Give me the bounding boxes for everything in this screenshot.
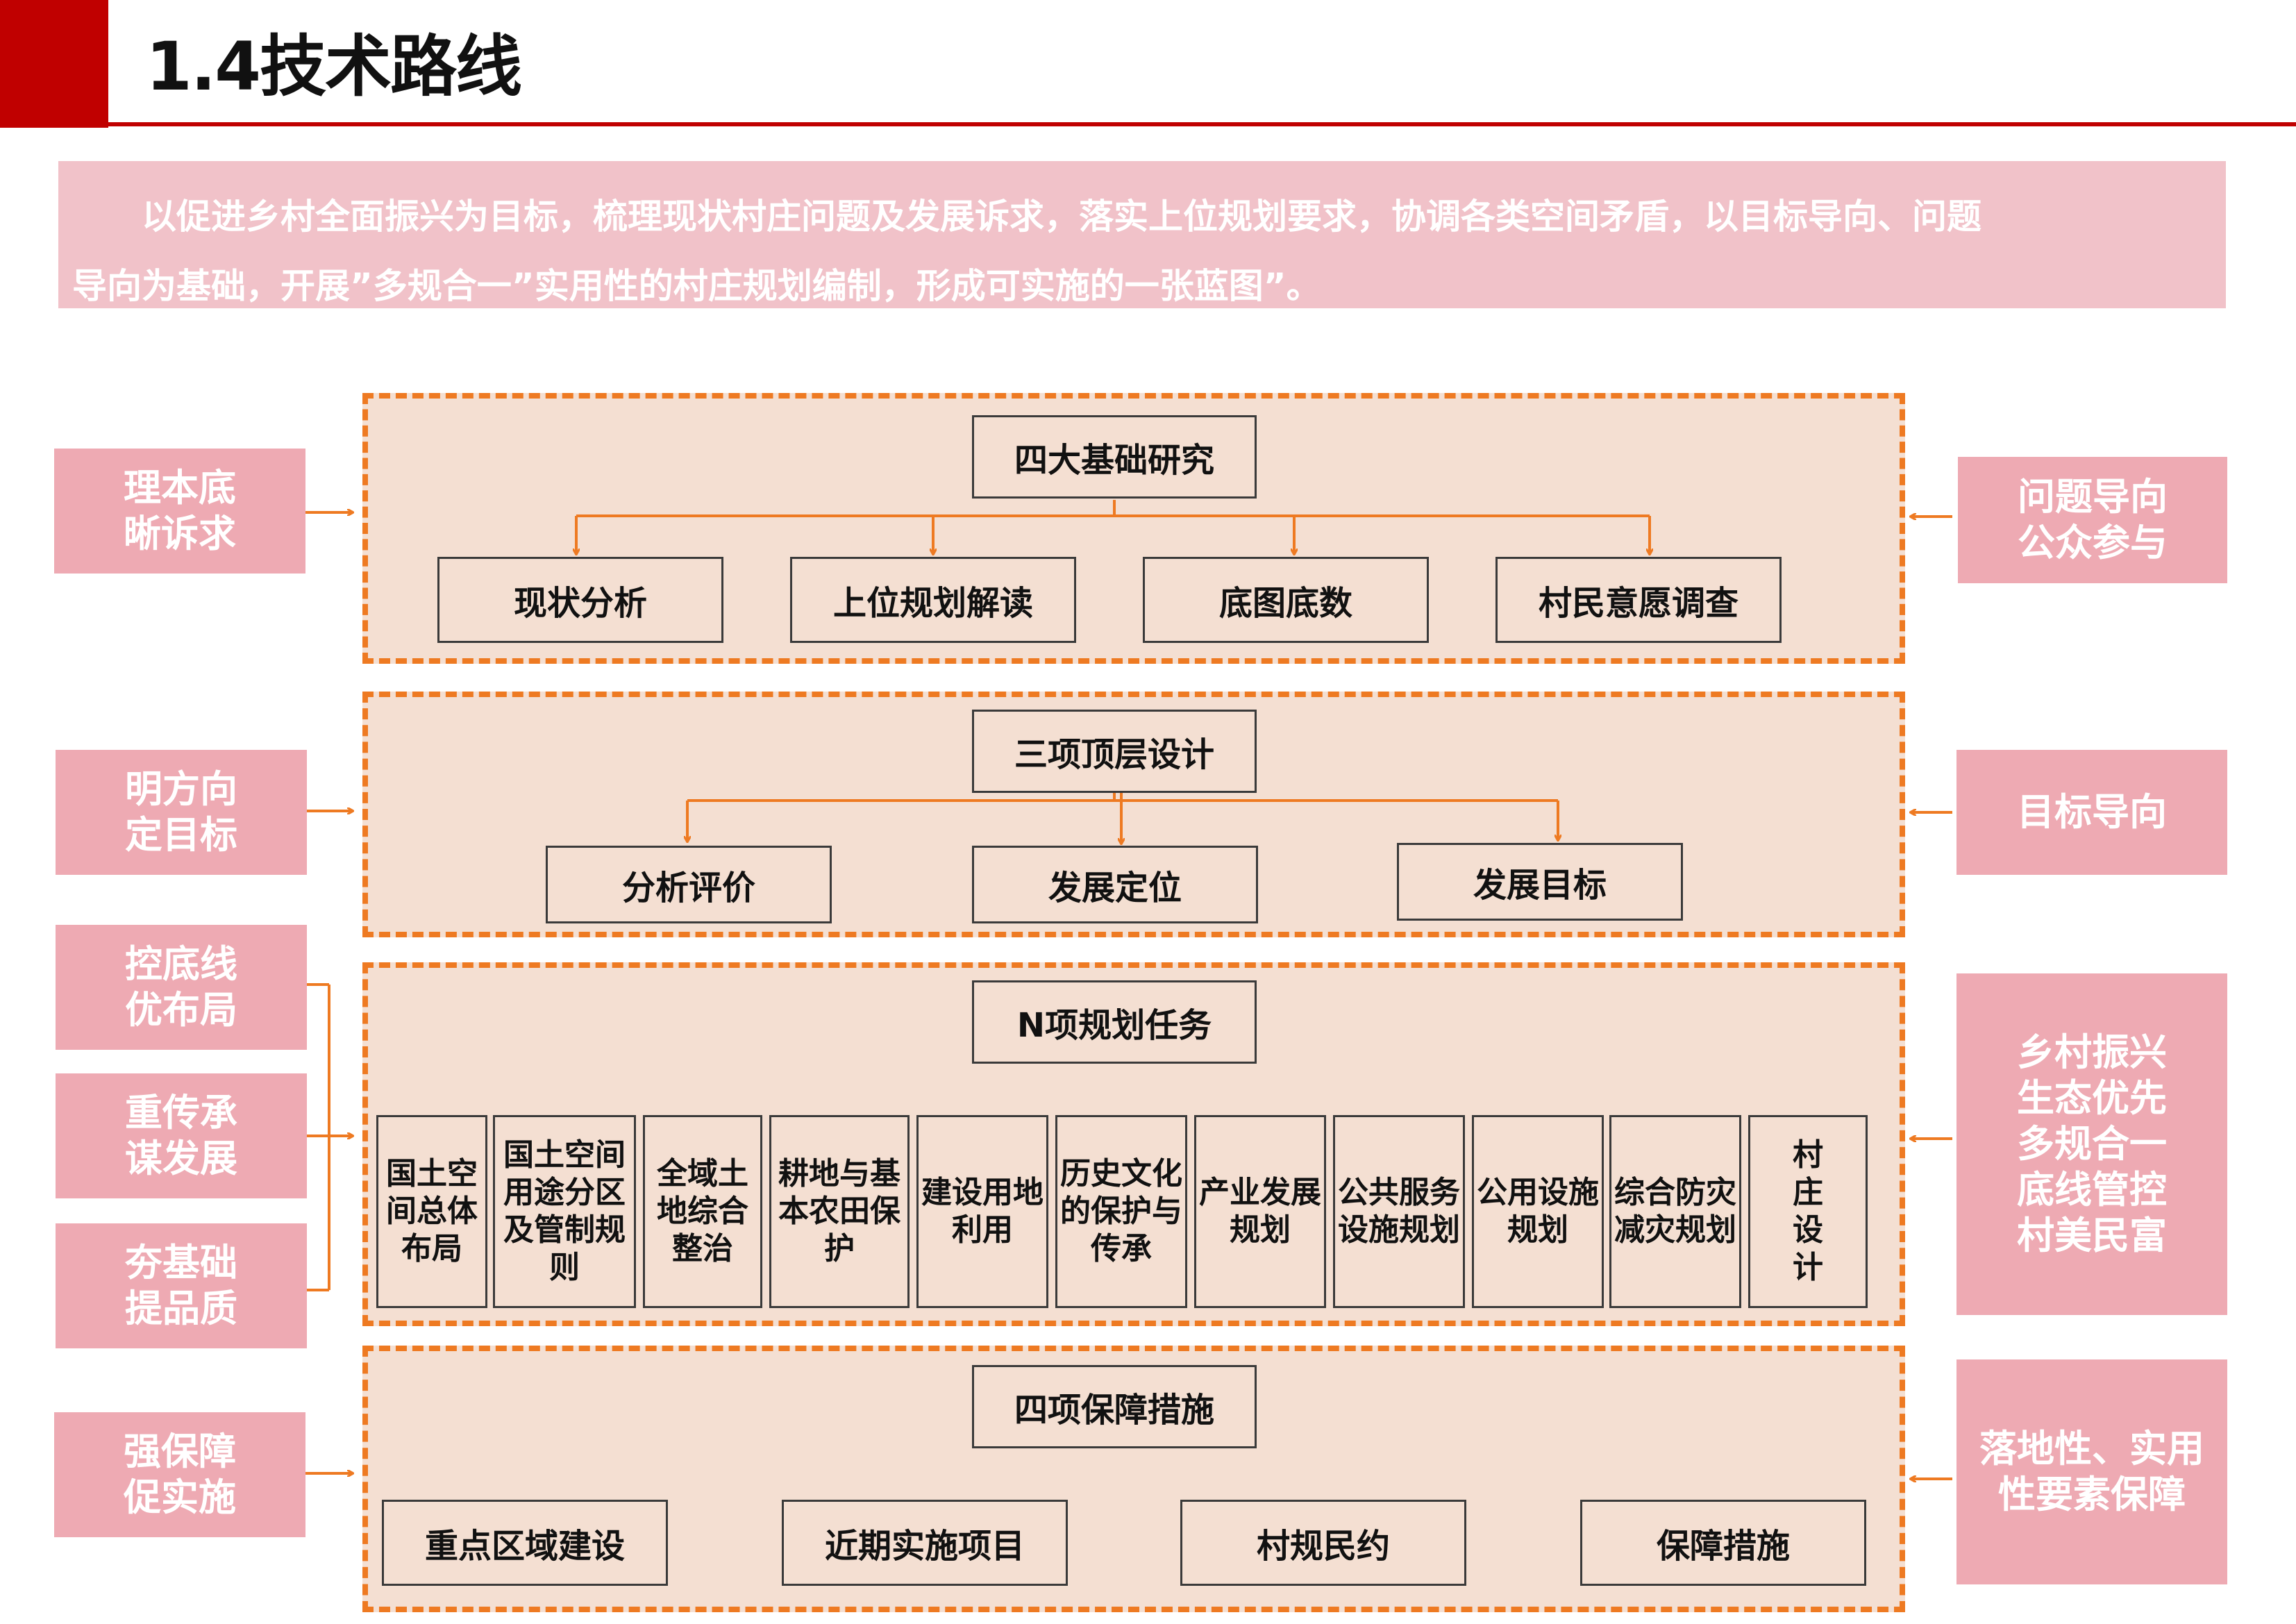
page-title: 1.4技术路线 <box>146 28 522 106</box>
item-villager-survey: 村民意愿调查 <box>1495 557 1782 643</box>
title-divider <box>108 122 2296 126</box>
left-label-bottomline: 控底线 优布局 <box>56 925 307 1050</box>
right-label-practical-guarantee: 落地性、实用 性要素保障 <box>1956 1359 2227 1584</box>
task-overall-layout: 国土空间总体布局 <box>376 1115 487 1308</box>
item-near-term-projects: 近期实施项目 <box>782 1500 1068 1586</box>
task-industry-plan: 产业发展规划 <box>1194 1115 1326 1308</box>
intro-line-2: 导向为基础，开展”多规合一”实用性的村庄规划编制，形成可实施的一张蓝图”。 <box>72 266 1321 306</box>
item-safeguard-measures: 保障措施 <box>1580 1500 1866 1586</box>
task-land-consolidation: 全域土地综合整治 <box>643 1115 762 1308</box>
task-use-zoning: 国土空间用途分区及管制规则 <box>493 1115 636 1308</box>
intro-line-1: 以促进乡村全面振兴为目标，梳理现状村庄问题及发展诉求，落实上位规划要求，协调各类… <box>142 196 1981 237</box>
intro-banner: 以促进乡村全面振兴为目标，梳理现状村庄问题及发展诉求，落实上位规划要求，协调各类… <box>58 161 2226 308</box>
task-farmland-protection: 耕地与基本农田保护 <box>769 1115 910 1308</box>
section-title-planning-tasks: N项规划任务 <box>972 980 1257 1064</box>
left-label-implementation: 强保障 促实施 <box>54 1412 305 1537</box>
item-analysis-evaluation: 分析评价 <box>546 846 832 923</box>
item-base-map: 底图底数 <box>1143 557 1429 643</box>
item-development-positioning: 发展定位 <box>972 846 1258 923</box>
left-label-baseline: 理本底 晰诉求 <box>54 449 305 574</box>
task-public-services: 公共服务设施规划 <box>1333 1115 1465 1308</box>
item-village-rules: 村规民约 <box>1180 1500 1466 1586</box>
right-label-problem-oriented: 问题导向 公众参与 <box>1958 457 2227 583</box>
left-label-foundation: 夯基础 提品质 <box>56 1223 307 1348</box>
section-title-basic-research: 四大基础研究 <box>972 415 1257 499</box>
task-village-design: 村庄设计 <box>1748 1115 1868 1308</box>
item-status-analysis: 现状分析 <box>437 557 723 643</box>
item-key-area-construction: 重点区域建设 <box>382 1500 668 1586</box>
task-disaster-prevention: 综合防灾减灾规划 <box>1609 1115 1741 1308</box>
section-title-top-design: 三项顶层设计 <box>972 710 1257 793</box>
left-label-direction: 明方向 定目标 <box>56 750 307 875</box>
task-heritage-protection: 历史文化的保护与传承 <box>1055 1115 1187 1308</box>
item-development-goals: 发展目标 <box>1397 843 1683 921</box>
left-label-heritage: 重传承 谋发展 <box>56 1073 307 1198</box>
header-accent-block <box>0 0 108 128</box>
item-upper-plan-reading: 上位规划解读 <box>790 557 1076 643</box>
right-label-goal-oriented: 目标导向 <box>1956 750 2227 875</box>
task-utilities: 公用设施规划 <box>1472 1115 1604 1308</box>
task-construction-land: 建设用地利用 <box>916 1115 1048 1308</box>
section-title-safeguards: 四项保障措施 <box>972 1365 1257 1448</box>
right-label-rural-revitalization: 乡村振兴 生态优先 多规合一 底线管控 村美民富 <box>1956 973 2227 1315</box>
